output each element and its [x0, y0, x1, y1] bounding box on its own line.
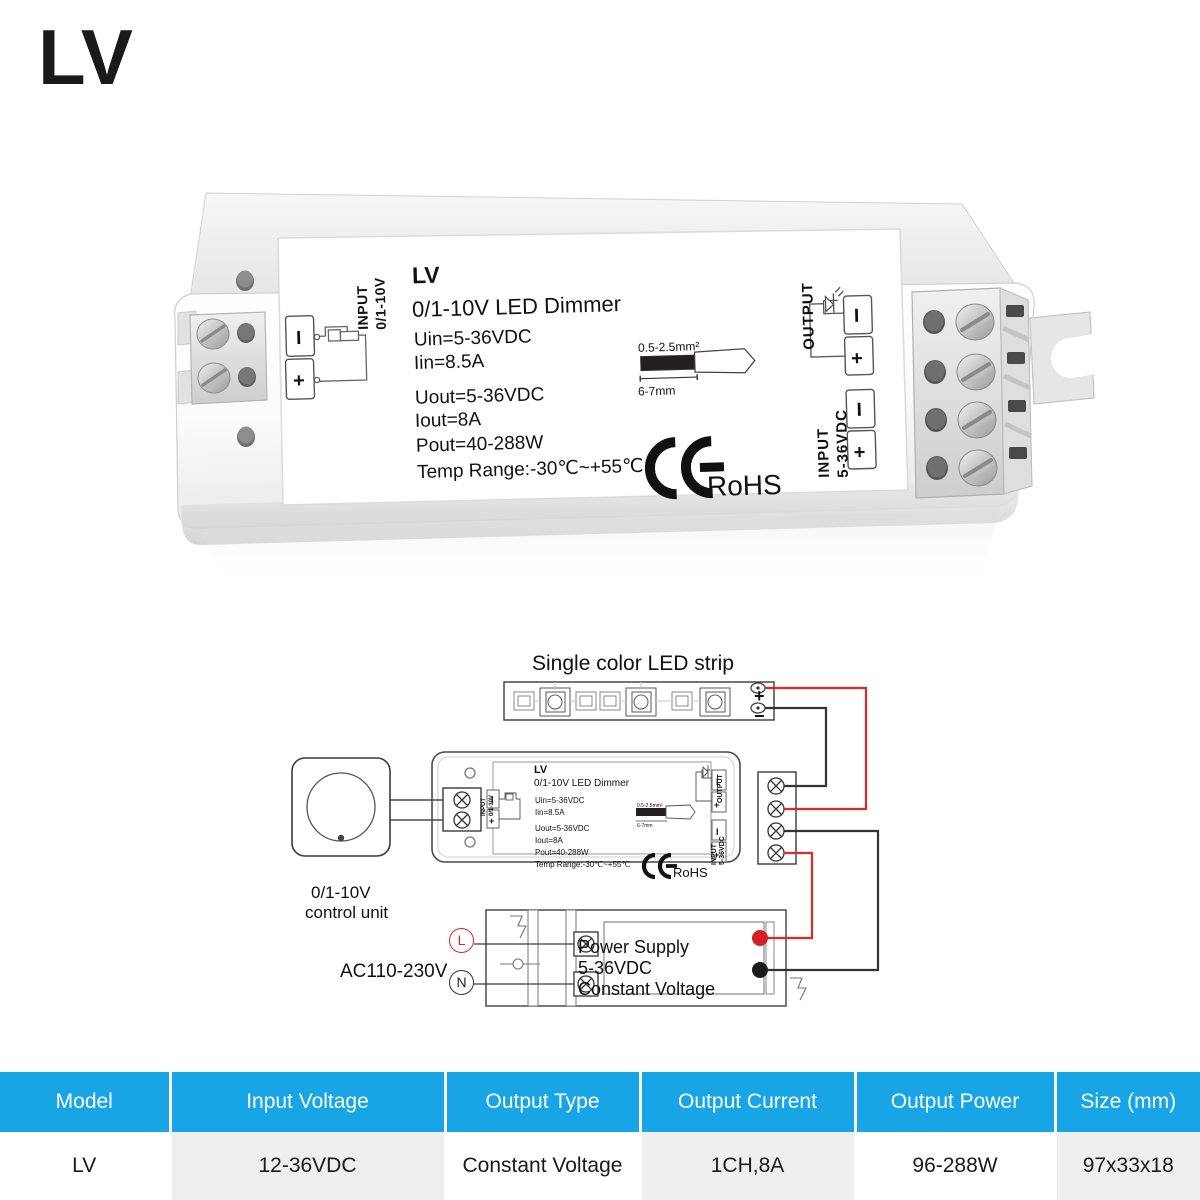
cell-output-current: 1CH,8A: [640, 1132, 857, 1200]
mains-neutral-terminal: N: [449, 970, 474, 995]
table-header-output-type: Output Type: [445, 1072, 642, 1132]
svg-text:+: +: [853, 442, 865, 464]
mini-terminal-output: OUTPUT: [717, 774, 724, 803]
wire-psu-positive: [768, 851, 814, 940]
led-strip-title: Single color LED strip: [532, 652, 734, 675]
strip-positive-marker: +: [754, 686, 765, 706]
mini-wire-gauge-label: 0.5-2.5mm²: [637, 803, 663, 809]
mini-dimmer-spec-temp: Temp Range:-30℃~+55℃: [535, 860, 631, 869]
svg-text:I: I: [856, 400, 862, 421]
svg-text:+: +: [714, 850, 719, 860]
specification-table: Model Input Voltage Output Type Output C…: [0, 1072, 1200, 1200]
mini-dimmer-spec-iout: Iout=8A: [535, 836, 563, 845]
svg-text:+: +: [489, 816, 494, 826]
svg-text:I: I: [491, 795, 494, 805]
svg-text:I: I: [716, 777, 719, 787]
power-supply-label-3: Constant Voltage: [578, 979, 716, 999]
svg-text:I: I: [296, 328, 302, 349]
mini-terminal-input-control-1: INPUT: [481, 798, 487, 816]
table-row: LV 12-36VDC Constant Voltage 1CH,8A 96-2…: [0, 1132, 1200, 1200]
mini-terminal-input-power-2: 5-36VDC: [719, 836, 726, 865]
power-supply-label-2: 5-36VDC: [578, 958, 653, 978]
wire-strip-negative: [765, 706, 828, 788]
table-header-output-current: Output Current: [640, 1072, 857, 1132]
wiring-diagram: I + I + I +: [0, 620, 1200, 1050]
svg-text:I: I: [716, 827, 719, 837]
mini-terminal-input-power-1: INPUT: [711, 844, 718, 865]
svg-text:+: +: [293, 370, 305, 392]
mini-dimmer-spec-uout: Uout=5-36VDC: [535, 824, 590, 833]
cell-input-voltage: 12-36VDC: [170, 1132, 447, 1200]
table-header-size: Size (mm): [1055, 1072, 1200, 1132]
mini-dimmer-spec-iin: Iin=8.5A: [535, 808, 565, 817]
svg-text:+: +: [714, 800, 719, 810]
table-header-input-voltage: Input Voltage: [170, 1072, 447, 1132]
strip-negative-marker: −: [754, 706, 765, 726]
control-unit-label-1: 0/1-10V: [311, 883, 371, 902]
table-header-output-power: Output Power: [855, 1072, 1057, 1132]
mini-wire-strip-label: 6-7mm: [637, 823, 653, 829]
cell-output-type: Constant Voltage: [445, 1132, 642, 1200]
mini-dimmer-model: LV: [534, 764, 548, 776]
mini-rohs-mark: RoHS: [673, 865, 708, 880]
wire-psu-negative: [768, 829, 880, 972]
svg-text:+: +: [851, 348, 863, 370]
mini-dimmer-subtitle: 0/1-10V LED Dimmer: [534, 778, 630, 789]
power-supply-label-1: Power Supply: [578, 937, 690, 957]
control-unit-label-2: control unit: [305, 903, 389, 922]
cell-model: LV: [0, 1132, 172, 1200]
mains-live-terminal: L: [449, 928, 474, 953]
cell-output-power: 96-288W: [855, 1132, 1057, 1200]
svg-text:I: I: [854, 306, 860, 327]
table-header-model: Model: [0, 1072, 172, 1132]
ac-input-label: AC110-230V: [340, 961, 448, 982]
product-photo-svg: I + I + I +: [173, 192, 1096, 588]
page-title: LV: [38, 13, 134, 101]
mini-dimmer-spec-uin: Uin=5-36VDC: [535, 796, 585, 805]
wire-strip-positive: [765, 686, 868, 811]
wiring-diagram-svg: I + I + I +: [291, 681, 880, 1007]
table-header-row: Model Input Voltage Output Type Output C…: [0, 1072, 1200, 1132]
cell-size: 97x33x18: [1055, 1132, 1200, 1200]
mini-terminal-input-control-2: 0/1-10V: [489, 794, 495, 816]
mini-dimmer-spec-pout: Pout=40-288W: [535, 848, 589, 857]
